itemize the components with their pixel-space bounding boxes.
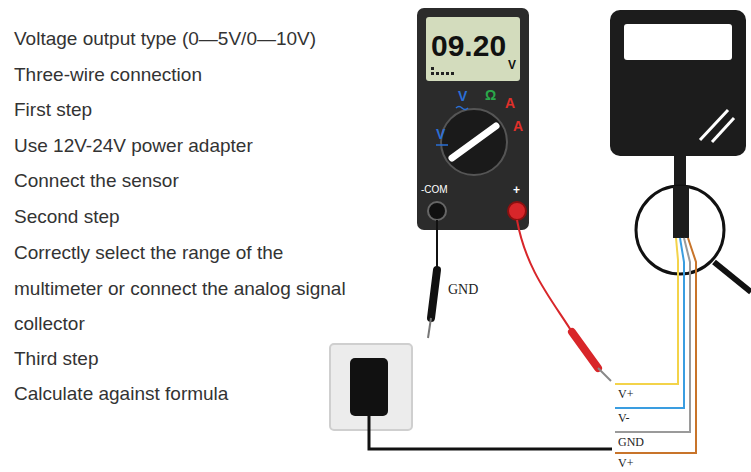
brown-wire	[615, 238, 696, 453]
red-lead	[517, 220, 572, 332]
magnifier-handle	[714, 262, 751, 292]
dial-label: A	[513, 118, 523, 135]
dial-label: V	[458, 88, 467, 105]
dial-pointer	[452, 126, 496, 158]
probe-label: GND	[448, 282, 478, 299]
dial-label: A	[505, 95, 515, 112]
yellow-wire	[615, 238, 678, 384]
wall-socket	[330, 344, 412, 430]
blue-wire	[615, 238, 684, 408]
red-probe	[572, 332, 598, 368]
com-terminal	[428, 202, 446, 220]
dial-label: Ω	[485, 87, 496, 104]
wire-label: V+	[618, 387, 633, 401]
sensor-housing	[610, 10, 746, 156]
glare-line	[712, 118, 734, 142]
instruction-text: Correctly select the range of the multim…	[14, 235, 366, 342]
instruction-text: Use 12V-24V power adapter	[14, 135, 253, 158]
terminal-label: +	[513, 183, 520, 197]
power-adapter	[350, 358, 388, 416]
step-heading: First step	[14, 99, 92, 122]
step-heading: Second step	[14, 206, 120, 229]
plus-terminal	[508, 202, 526, 220]
adapter-cable	[369, 416, 612, 449]
instruction-text: Voltage output type (0—5V/0—10V)	[14, 28, 316, 51]
glare-line	[700, 110, 728, 140]
step-heading: Third step	[14, 348, 98, 371]
sensor-window	[624, 24, 732, 60]
instruction-text: Calculate against formula	[14, 383, 228, 406]
lcd-reading: 09.20	[431, 28, 506, 64]
dc-mark	[436, 144, 448, 146]
black-probe	[431, 270, 437, 318]
probe-tip	[598, 368, 611, 381]
instruction-text: Three-wire connection	[14, 64, 202, 87]
instruction-text: Connect the sensor	[14, 170, 179, 193]
wire-label: V-	[618, 411, 630, 425]
black-lead	[436, 220, 438, 272]
probe-tip	[428, 318, 431, 338]
wire-label: V+	[618, 456, 633, 470]
lcd-dots	[431, 67, 454, 75]
ac-mark	[456, 107, 468, 110]
wire-label: GND	[618, 435, 644, 449]
cable-sheath	[673, 186, 689, 238]
magnifier-lens	[636, 186, 724, 274]
terminal-label: -COM	[421, 184, 448, 196]
dial-label: V	[436, 126, 445, 143]
lcd-display	[426, 17, 520, 81]
selector-dial	[441, 109, 507, 175]
multimeter-body	[417, 8, 529, 230]
grey-wire	[615, 238, 690, 432]
lcd-unit: V	[508, 58, 516, 72]
